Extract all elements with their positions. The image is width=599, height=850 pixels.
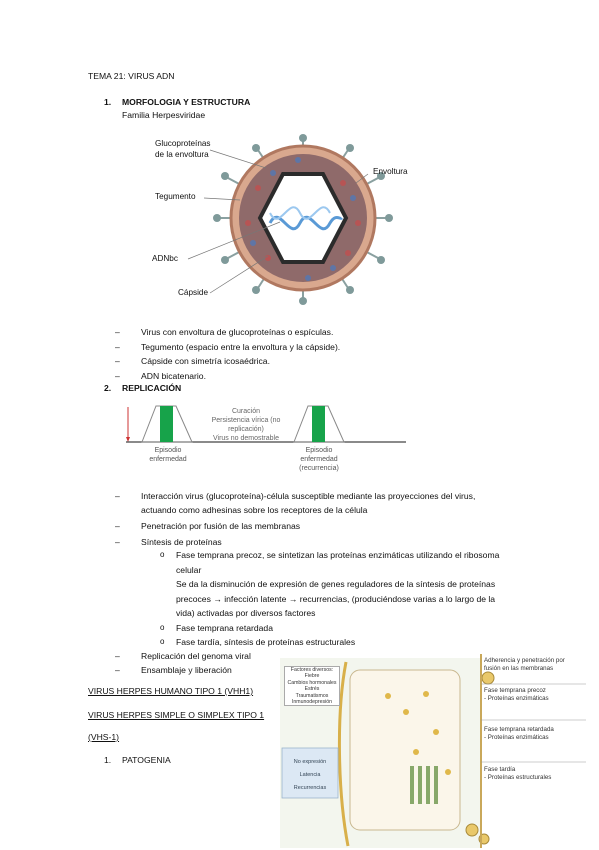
latency-box [281, 747, 339, 799]
heading-vhh1: VIRUS HERPES HUMANO TIPO 1 (VHH1) [88, 686, 254, 696]
timeline-center-text: Curación Persistencia vírica (no replica… [211, 408, 281, 442]
list-item: Virus con envoltura de glucoproteínas o … [115, 325, 441, 340]
label-capsid: Cápside [178, 288, 209, 297]
latency-stack: No expresión Latencia Recurrencias [293, 759, 327, 791]
section-heading: REPLICACIÓN [122, 383, 182, 393]
dna-helix [268, 215, 344, 231]
list-item: Interacción virus (glucoproteína)-célula… [115, 489, 513, 517]
morphology-bullets: Virus con envoltura de glucoproteínas o … [115, 325, 441, 384]
section-subheading: PATOGENIA [122, 755, 171, 765]
list-item: Penetración por fusión de las membranas [115, 519, 513, 533]
sub-item-note: Se da la disminución de expresión de gen… [176, 579, 496, 618]
sub-item: Fase temprana retardada [160, 621, 512, 636]
replication-bullets: Interacción virus (glucoproteína)-célula… [115, 489, 513, 549]
replication-cycle-figure: Factores diversos: Fiebre Cambios hormon… [276, 654, 586, 848]
cell-membrane [337, 661, 350, 847]
label-dna: ADNbc [152, 254, 178, 263]
herpesvirus-figure: Glucoproteínas de la envoltura Envoltura… [148, 128, 418, 308]
replication-timeline: Curación Persistencia vírica (no replica… [126, 402, 408, 482]
herpesvirus-diagram [187, 134, 393, 305]
stage-label-early: Fase temprana precoz - Proteínas enzimát… [484, 687, 549, 702]
sub-item: Fase temprana precoz, se sintetizan las … [160, 548, 512, 577]
list-item: ADN bicatenario. [115, 369, 441, 384]
episode-peak-right [293, 405, 345, 443]
timeline-right-label: Episodio enfermedad (recurrencia) [299, 447, 339, 472]
page-title: TEMA 21: VIRUS ADN [88, 71, 175, 81]
section-number: 1. [104, 755, 112, 765]
episode-peak-left [141, 405, 193, 443]
label-glycoproteins: Glucoproteínas de la envoltura [155, 139, 211, 159]
list-item: Cápside con simetría icosaédrica. [115, 354, 441, 369]
label-tegument: Tegumento [155, 192, 196, 201]
section-number: 2. [104, 383, 112, 393]
protein-synthesis-sublist: Fase temprana precoz, se sintetizan las … [160, 548, 512, 650]
family-label: Familia Herpesviridae [122, 110, 206, 120]
episode-bar-right [312, 406, 325, 442]
replication-bullets-2: Replicación del genoma viral Ensamblaje … [115, 649, 291, 677]
stage-label-late: Fase tardía - Proteínas estructurales [484, 766, 552, 781]
heading-vhs1: VIRUS HERPES SIMPLE O SIMPLEX TIPO 1 [88, 710, 265, 720]
heading-vhs1-abbr: (VHS-1) [88, 732, 120, 742]
nucleus [349, 669, 461, 831]
episode-bar-left [160, 406, 173, 442]
stage-label-adhesion: Adherencia y penetración por fusión en l… [484, 657, 565, 672]
list-item: Tegumento (espacio entre la envoltura y … [115, 340, 441, 355]
factors-box: Factores diversos: Fiebre Cambios hormon… [284, 666, 340, 707]
section-heading: MORFOLOGIA Y ESTRUCTURA [122, 97, 251, 107]
timeline-left-label: Episodio enfermedad [149, 447, 187, 463]
list-item: Ensamblaje y liberación [115, 663, 291, 677]
list-item: Síntesis de proteínas [115, 535, 513, 549]
sub-item: Fase tardía, síntesis de proteínas estru… [160, 635, 512, 650]
list-item: Replicación del genoma viral [115, 649, 291, 663]
label-envelope: Envoltura [373, 167, 408, 176]
stage-label-delayed: Fase temprana retardada - Proteínas enzi… [484, 726, 554, 741]
section-number: 1. [104, 97, 112, 107]
